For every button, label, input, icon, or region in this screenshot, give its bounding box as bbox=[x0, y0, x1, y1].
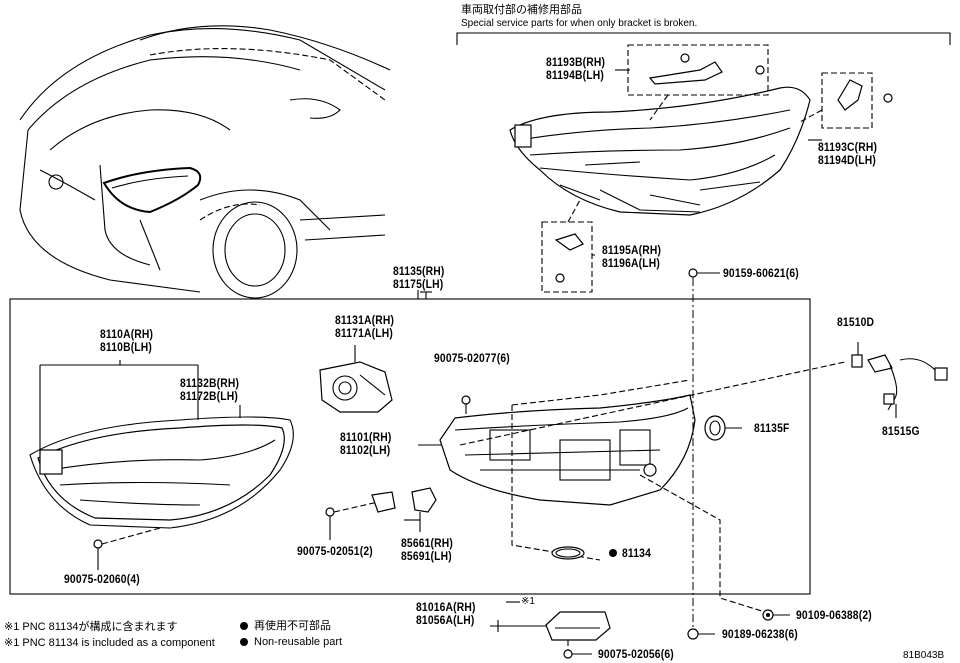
label-90075-02051: 90075-02051(2) bbox=[297, 544, 373, 558]
label-8110b: 8110B(LH) bbox=[100, 340, 153, 354]
bulb-81510d bbox=[851, 354, 863, 368]
label-90159: 90159-60621(6) bbox=[723, 266, 799, 280]
label-81175: 81175(LH) bbox=[393, 277, 444, 291]
label-81102: 81102(LH) bbox=[340, 443, 391, 457]
label-90109: 90109-06388(2) bbox=[796, 608, 872, 622]
headlamp-highlight bbox=[102, 166, 202, 214]
bracket-81131a bbox=[319, 361, 393, 413]
label-90189: 90189-06238(6) bbox=[722, 627, 798, 641]
label-81056a: 81056A(LH) bbox=[416, 613, 475, 627]
label-81195a: 81195A(RH) bbox=[602, 243, 662, 257]
car-front-illustration bbox=[19, 25, 391, 299]
headlamp-assembly-box bbox=[9, 298, 811, 595]
label-81135f: 81135F bbox=[754, 421, 790, 435]
label-81016a: 81016A(RH) bbox=[416, 600, 476, 614]
label-81193c: 81193C(RH) bbox=[818, 140, 878, 154]
label-81193b: 81193B(RH) bbox=[546, 55, 606, 69]
note-jp: ※1 PNC 81134が構成に含まれます bbox=[4, 621, 178, 633]
label-81196a: 81196A(LH) bbox=[602, 256, 660, 270]
service-lamp-top bbox=[509, 86, 811, 216]
bracket-81193b bbox=[648, 61, 723, 85]
label-8110a: 8110A(RH) bbox=[100, 327, 154, 341]
header-jp: 車両取付部の補修用部品 bbox=[461, 4, 582, 16]
label-81510d: 81510D bbox=[837, 315, 875, 329]
actuator-85661 bbox=[411, 487, 437, 513]
legend-non-reusable-jp: 再使用不可部品 bbox=[240, 620, 331, 633]
label-81172b: 81172B(LH) bbox=[180, 389, 238, 403]
label-90075-02056: 90075-02056(6) bbox=[598, 647, 674, 661]
label-85691: 85691(LH) bbox=[401, 549, 452, 563]
label-81135: 81135(RH) bbox=[393, 264, 445, 278]
service-parts-bracket bbox=[456, 32, 951, 45]
label-81171a: 81171A(LH) bbox=[335, 326, 393, 340]
label-81194b: 81194B(LH) bbox=[546, 68, 604, 82]
bracket-81195a bbox=[554, 233, 584, 251]
lens-8110a bbox=[29, 416, 294, 529]
harness-81515g bbox=[883, 393, 895, 405]
non-reusable-dot-icon bbox=[240, 638, 248, 646]
housing-81101 bbox=[439, 379, 696, 561]
label-90075-02077: 90075-02077(6) bbox=[434, 351, 510, 365]
module-81016a bbox=[545, 611, 611, 641]
label-81132b: 81132B(RH) bbox=[180, 376, 240, 390]
legend-jp-text: 再使用不可部品 bbox=[254, 620, 331, 632]
note-en: ※1 PNC 81134 is included as a component bbox=[4, 637, 215, 649]
label-90075-02060: 90075-02060(4) bbox=[64, 572, 140, 586]
label-81134: 81134 bbox=[622, 546, 651, 560]
label-star1: ※1 bbox=[521, 596, 535, 607]
diagram-code: 81B043B bbox=[903, 650, 945, 661]
label-85661: 85661(RH) bbox=[401, 536, 454, 550]
header-en: Special service parts for when only brac… bbox=[461, 18, 698, 29]
non-reusable-dot-icon bbox=[240, 622, 248, 630]
label-81101: 81101(RH) bbox=[340, 430, 392, 444]
bracket-81193c bbox=[837, 79, 863, 111]
legend-non-reusable-en: Non-reusable part bbox=[240, 636, 342, 649]
socket-81135f bbox=[704, 415, 726, 441]
label-81194d: 81194D(LH) bbox=[818, 153, 876, 167]
label-81131a: 81131A(RH) bbox=[335, 313, 395, 327]
label-81515g: 81515G bbox=[882, 424, 920, 438]
legend-en-text: Non-reusable part bbox=[254, 636, 343, 648]
